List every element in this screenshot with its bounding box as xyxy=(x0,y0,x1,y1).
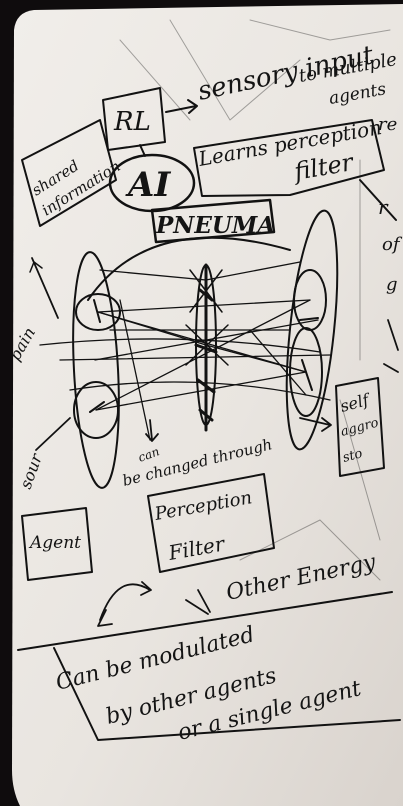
arrow-ai-to-rl xyxy=(139,144,146,157)
can-label: can xyxy=(136,444,161,465)
ai-circle: AI xyxy=(108,153,196,213)
agent-box: Agent xyxy=(21,507,93,581)
sto-label: sto xyxy=(341,446,364,466)
rl-label: RL xyxy=(113,107,151,137)
pneuma-box: PNEUMA xyxy=(150,198,276,244)
arrow-filter-right xyxy=(359,179,397,221)
arrow-agent-to-modulated xyxy=(99,581,152,621)
edge-g-label: g xyxy=(386,274,398,295)
central-spine xyxy=(185,263,229,432)
rl-box: RL xyxy=(102,87,166,151)
arrow-rl-to-sensory xyxy=(165,99,198,114)
edge-r-label: r xyxy=(378,195,389,219)
agent-label: Agent xyxy=(28,533,81,553)
ai-label: AI xyxy=(125,165,171,205)
edge-re-label: re xyxy=(378,114,397,135)
arrow-spine-to-change xyxy=(145,419,159,442)
pneuma-label: PNEUMA xyxy=(155,212,275,239)
edge-of-label: of xyxy=(382,234,403,255)
left-agent-body xyxy=(72,251,121,489)
connection-lines xyxy=(39,261,331,441)
bleed-through-sketch xyxy=(119,19,391,581)
right-agent-body xyxy=(285,209,339,451)
